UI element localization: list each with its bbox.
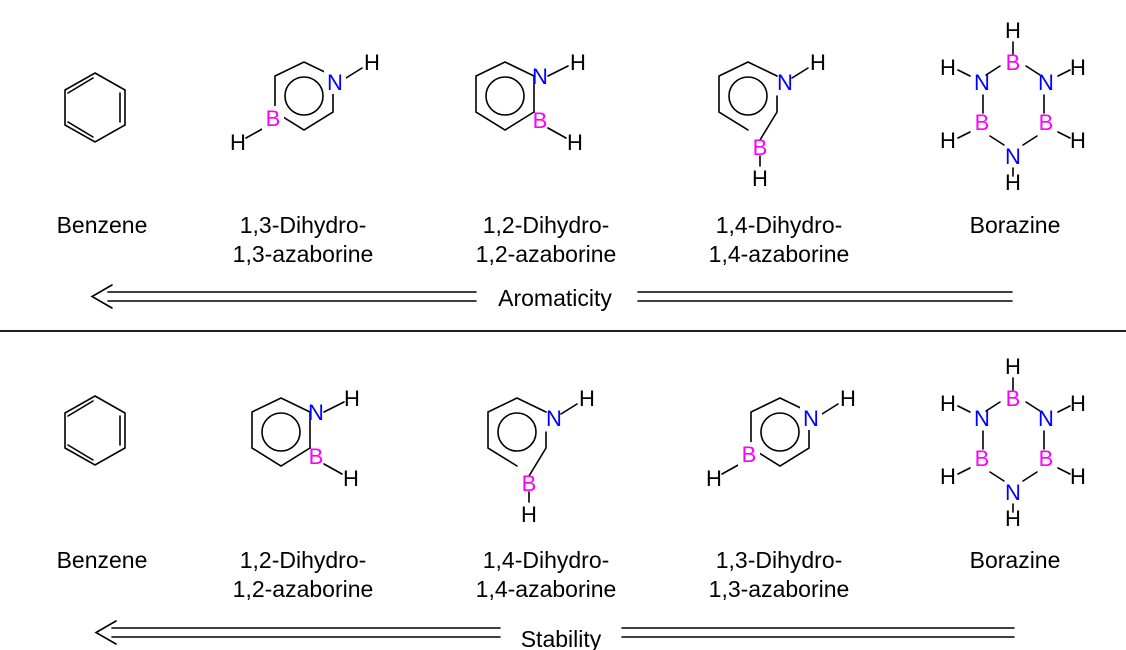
atom-n: N xyxy=(532,64,548,89)
atom-b: B xyxy=(1006,386,1021,411)
stability-label: Stability xyxy=(521,626,602,650)
azaborine-1-3-structure xyxy=(721,397,839,475)
atom-h: H xyxy=(343,466,359,491)
atom-h: H xyxy=(1070,55,1086,80)
stability-arrow xyxy=(94,620,1015,645)
atom-n: N xyxy=(1038,406,1054,431)
atom-h: H xyxy=(752,166,768,191)
azaborine-1-3-structure xyxy=(245,61,363,139)
atom-h: H xyxy=(940,391,956,416)
atom-b: B xyxy=(309,444,324,469)
atom-h: H xyxy=(344,386,360,411)
atom-h: H xyxy=(1070,128,1086,153)
atom-n: N xyxy=(1038,70,1054,95)
atom-h: H xyxy=(1005,354,1021,379)
atom-h: H xyxy=(1070,464,1086,489)
compound-name: Borazine xyxy=(970,547,1061,573)
atom-h: H xyxy=(579,386,595,411)
atom-h: H xyxy=(840,386,856,411)
compound-name: 1,4-Dihydro- xyxy=(483,547,610,573)
atom-n: N xyxy=(546,406,562,431)
atom-b: B xyxy=(975,446,990,471)
borazine-structure xyxy=(957,41,1071,177)
top-row: N H B H N H B H N H B H H B H N N H B B … xyxy=(57,18,1086,311)
compound-name: 1,3-Dihydro- xyxy=(716,547,843,573)
atom-n: N xyxy=(308,400,324,425)
atom-b: B xyxy=(753,135,768,160)
atom-h: H xyxy=(230,130,246,155)
bottom-compound-names: Benzene 1,2-Dihydro- 1,2-azaborine 1,4-D… xyxy=(57,547,1061,602)
atom-h: H xyxy=(1005,506,1021,531)
compound-name: 1,3-azaborine xyxy=(709,576,850,602)
compound-name: 1,4-Dihydro- xyxy=(716,212,843,238)
atom-h: H xyxy=(570,50,586,75)
atom-h: H xyxy=(364,50,380,75)
azaborine-1-2-structure xyxy=(251,397,345,475)
atom-n: N xyxy=(1005,144,1021,169)
benzene-structure xyxy=(64,72,126,143)
atom-h: H xyxy=(1005,18,1021,43)
compound-name: Benzene xyxy=(57,547,148,573)
atom-h: H xyxy=(1005,170,1021,195)
atom-h: H xyxy=(940,464,956,489)
azaborine-1-2-structure xyxy=(475,61,569,139)
bottom-atom-labels: N H B H N H B H N H B H H B H N N H B B … xyxy=(308,354,1086,531)
atom-b: B xyxy=(975,110,990,135)
atom-n: N xyxy=(777,70,793,95)
atom-h: H xyxy=(1070,391,1086,416)
compound-name: 1,4-azaborine xyxy=(709,241,850,267)
atom-b: B xyxy=(266,106,281,131)
atom-b: B xyxy=(522,471,537,496)
compound-name: Benzene xyxy=(57,212,148,238)
aromaticity-label: Aromaticity xyxy=(498,285,612,311)
atom-n: N xyxy=(327,70,343,95)
atom-h: H xyxy=(521,502,537,527)
atom-b: B xyxy=(742,442,757,467)
atom-h: H xyxy=(810,50,826,75)
compound-name: 1,3-Dihydro- xyxy=(240,212,367,238)
atom-n: N xyxy=(974,70,990,95)
atom-h: H xyxy=(567,130,583,155)
bottom-row: N H B H N H B H N H B H H B H N N H B B … xyxy=(57,354,1086,650)
compound-name: 1,2-azaborine xyxy=(233,576,374,602)
atom-h: H xyxy=(940,128,956,153)
compound-name: 1,2-Dihydro- xyxy=(240,547,367,573)
atom-n: N xyxy=(974,406,990,431)
azaborine-1-4-structure xyxy=(487,397,578,503)
compound-name: 1,2-Dihydro- xyxy=(483,212,610,238)
atom-n: N xyxy=(803,406,819,431)
atom-h: H xyxy=(940,55,956,80)
atom-n: N xyxy=(1005,480,1021,505)
atom-b: B xyxy=(1039,110,1054,135)
atom-b: B xyxy=(533,108,548,133)
borazine-structure xyxy=(957,377,1071,513)
top-atom-labels: N H B H N H B H N H B H H B H N N H B B … xyxy=(230,18,1086,195)
azaborine-1-4-structure xyxy=(718,61,809,167)
atom-b: B xyxy=(1039,446,1054,471)
compound-name: Borazine xyxy=(970,212,1061,238)
aromaticity-arrow xyxy=(90,284,1013,309)
compound-name: 1,2-azaborine xyxy=(476,241,617,267)
compound-name: 1,4-azaborine xyxy=(476,576,617,602)
top-compound-names: Benzene 1,3-Dihydro- 1,3-azaborine 1,2-D… xyxy=(57,212,1061,267)
atom-b: B xyxy=(1006,50,1021,75)
compound-name: 1,3-azaborine xyxy=(233,241,374,267)
benzene-structure xyxy=(64,395,126,466)
atom-h: H xyxy=(706,466,722,491)
